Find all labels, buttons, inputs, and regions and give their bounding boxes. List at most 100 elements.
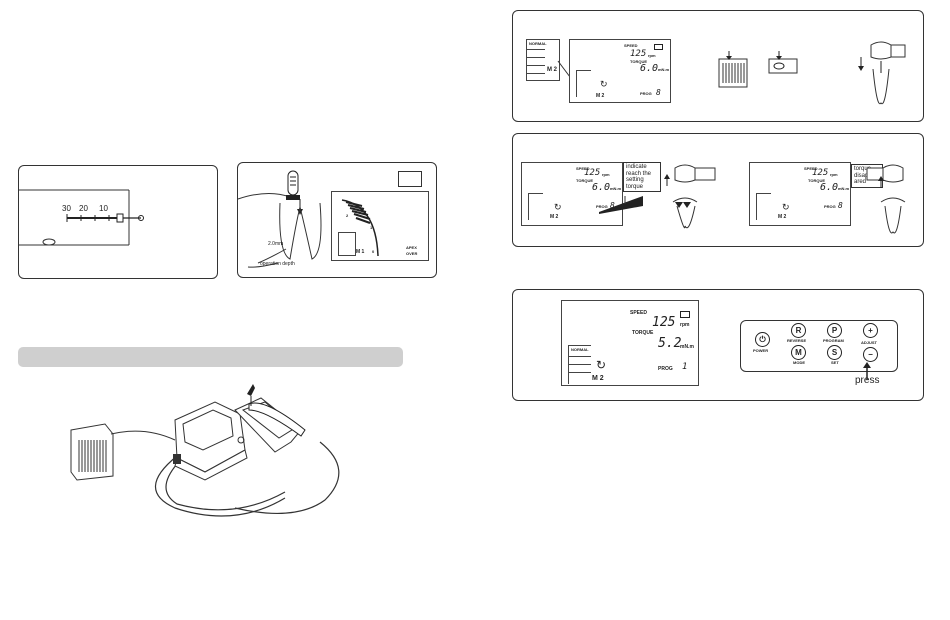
- mode-value-3: M 2: [778, 214, 787, 220]
- mode-value-2: M 2: [550, 214, 559, 220]
- mode-value-4: M 2: [592, 375, 604, 382]
- prog-value: 8: [656, 88, 661, 97]
- prog-value-4: 1: [682, 362, 688, 372]
- handpiece-up-drawing-2: [866, 164, 906, 234]
- ruler-tick-10: 10: [99, 204, 108, 213]
- program-button[interactable]: P: [827, 323, 842, 338]
- speed-unit: rpm: [648, 53, 656, 58]
- torque-unit: mN.m: [658, 67, 670, 72]
- prog-label-3: PROG: [824, 204, 836, 209]
- apex-scale-1: 1: [370, 225, 373, 230]
- handpiece-down-drawing: [858, 41, 906, 105]
- section-bar: [18, 347, 403, 367]
- adjust-plus-button[interactable]: +: [863, 323, 878, 338]
- prog-value-3: 8: [838, 201, 843, 210]
- file-insertion-drawing: [237, 170, 322, 268]
- program-label: PROGRAM: [823, 338, 844, 343]
- lcd3-mode-table: [756, 193, 771, 220]
- lcd-display-1: SPEED 125 rpm TORQUE 6.0 mN.m ↻ M 2 PROG…: [569, 39, 671, 103]
- torque-bar-graph: [599, 196, 643, 214]
- speed-value-4: 125: [652, 315, 676, 330]
- speed-unit-3: rpm: [830, 172, 838, 177]
- insertion-panel: 2.0mm operation depth M 1 2 1 0 APEX OVE…: [237, 162, 437, 278]
- lcd4-mode-table: NORMAL: [568, 345, 591, 384]
- ruler-panel: 30 20 10: [18, 165, 218, 279]
- pedal-press-drawing: [718, 51, 798, 88]
- speed-label-3: SPEED: [804, 166, 818, 171]
- callout-reach-torque: indicate reach the setting torque: [623, 162, 661, 192]
- speed-label: SPEED: [624, 43, 638, 48]
- prog-label: PROG: [640, 91, 652, 96]
- torque-unit-2: mN.m: [610, 186, 622, 191]
- power-button[interactable]: ⏻: [755, 332, 770, 347]
- ruler-tick-30: 30: [62, 204, 71, 213]
- prog-value-2: 8: [610, 201, 615, 210]
- speed-value: 125: [630, 49, 647, 59]
- torque-label: TORQUE: [630, 59, 648, 64]
- lcd-display-2: SPEED 125 rpm TORQUE 6.0 mN.m ↻ M 2 PROG…: [521, 162, 623, 226]
- adjust-minus-button[interactable]: −: [863, 347, 878, 362]
- battery-icon-4: [680, 311, 690, 318]
- torque-label-2: TORQUE: [576, 178, 594, 183]
- apex-legend: APEX: [406, 245, 417, 250]
- lcd1-mode-table: [576, 70, 591, 97]
- mode-value: M 2: [596, 93, 605, 99]
- depth-label: 2.0mm: [268, 241, 284, 247]
- press-arrow-icon: [863, 362, 871, 380]
- reverse-button[interactable]: R: [791, 323, 806, 338]
- torque-label-3: TORQUE: [808, 178, 826, 183]
- inset-mode-table: NORMAL M 2: [526, 39, 560, 81]
- speed-value-3: 125: [812, 168, 829, 178]
- apex-lcd: M 1 2 1 0 APEX OVER: [331, 191, 429, 261]
- speed-label-4: SPEED: [630, 310, 647, 316]
- panel-mode-select: NORMAL M 2 SPEED 125 rpm TORQUE 6.0 mN.m…: [512, 10, 924, 122]
- control-keypad: ⏻ POWER R REVERSE P PROGRAM + ADJUST M M…: [740, 320, 898, 372]
- over-legend: OVER: [406, 251, 418, 256]
- handpiece-up-drawing: [664, 164, 716, 229]
- rotation-icon-2: ↻: [554, 202, 562, 212]
- apex-mode: M 1: [356, 249, 365, 255]
- mode-button[interactable]: M: [791, 345, 806, 360]
- set-label: SET: [831, 360, 839, 365]
- apex-scale: [341, 199, 379, 257]
- lcd-display-4: SPEED 125 rpm TORQUE 5.2 mN.m NORMAL ↻ M…: [561, 300, 699, 386]
- prog-label-2: PROG: [596, 204, 608, 209]
- speed-unit-4: rpm: [680, 322, 690, 328]
- press-label: press: [855, 375, 880, 386]
- battery-icon: [654, 44, 663, 50]
- speed-label-2: SPEED: [576, 166, 590, 171]
- rotation-icon: ↻: [600, 79, 608, 89]
- inset-normal-label: NORMAL: [529, 41, 547, 46]
- panel-torque-reach: SPEED 125 rpm TORQUE 6.0 mN.m ↻ M 2 PROG…: [512, 133, 924, 247]
- torque-unit-4: mN.m: [680, 344, 694, 350]
- set-button[interactable]: S: [827, 345, 842, 360]
- inset-mode-value: M 2: [547, 67, 558, 73]
- reverse-label: REVERSE: [787, 338, 807, 343]
- torque-label-4: TORQUE: [632, 330, 654, 336]
- power-label: POWER: [753, 348, 769, 353]
- panel-adjust-torque: SPEED 125 rpm TORQUE 5.2 mN.m NORMAL ↻ M…: [512, 289, 924, 401]
- torque-value: 6.0: [640, 63, 659, 74]
- rotation-icon-4: ↻: [596, 358, 607, 372]
- prog-label-4: PROG: [658, 366, 673, 372]
- lcd-display-3: SPEED 125 rpm TORQUE 6.0 mN.m ↻ M 2 PROG…: [749, 162, 851, 226]
- torque-value-4: 5.2: [658, 336, 682, 351]
- device-illustration: [70, 384, 340, 517]
- apex-callout-box: [398, 171, 422, 187]
- speed-value-2: 125: [584, 168, 601, 178]
- normal-label-4: NORMAL: [571, 347, 589, 352]
- adjust-label: ADJUST: [861, 340, 878, 345]
- apex-lcd-mode-table: [338, 232, 356, 256]
- torque-value-2: 6.0: [592, 182, 611, 193]
- operation-depth-caption: operation depth: [260, 261, 295, 267]
- torque-unit-3: mN.m: [838, 186, 850, 191]
- ruler-drawing: [19, 189, 144, 246]
- apex-scale-0: 0: [372, 249, 375, 254]
- speed-unit-2: rpm: [602, 172, 610, 177]
- rotation-icon-3: ↻: [782, 202, 790, 212]
- mode-label: MODE: [793, 360, 805, 365]
- lcd2-mode-table: [528, 193, 543, 220]
- ruler-tick-20: 20: [79, 204, 88, 213]
- torque-value-3: 6.0: [820, 182, 839, 193]
- apex-scale-2: 2: [346, 213, 349, 218]
